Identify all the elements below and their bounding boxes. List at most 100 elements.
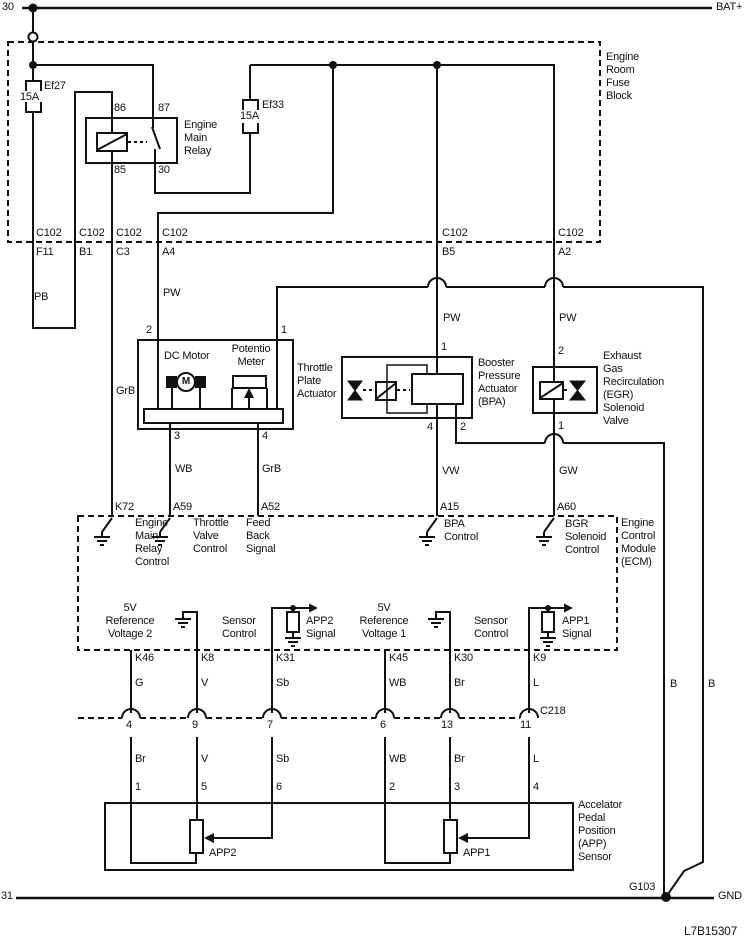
c218-pin-4: 4 [126, 719, 132, 731]
wire-label-sb-u: Sb [276, 677, 290, 689]
tpa-pin2: 2 [146, 324, 152, 336]
c102-pin-c3: C3 [116, 246, 130, 258]
ecm-fn-egr-control: BGR Solenoid Control [565, 518, 607, 556]
tpa-title: Throttle Plate Actuator [297, 362, 337, 400]
c102-conn-b5: C102 [442, 227, 468, 239]
c218-pin-6: 6 [380, 719, 386, 731]
ecm-sensor-ground-k8 [175, 611, 198, 650]
wire-label-br-l2: Br [454, 753, 465, 765]
relay-pin-30: 30 [158, 164, 170, 176]
ecm-fn-feedback-signal: Feed Back Signal [246, 517, 276, 555]
terminal-31-label: 31 [1, 890, 13, 902]
egr-pin1: 1 [558, 420, 564, 432]
ecm-pin-k9: K9 [533, 652, 547, 664]
ecm-fn-5v-ref2: 5V Reference Voltage 2 [105, 602, 155, 640]
c218-pin-9: 9 [192, 719, 198, 731]
wire-label-v-u: V [201, 677, 209, 689]
ecm-fn-5v-ref1: 5V Reference Voltage 1 [359, 602, 409, 640]
wire-switched-power-bus [250, 64, 555, 367]
c102-conn-c3: C102 [116, 227, 142, 239]
c102-pin-f11: F11 [36, 246, 54, 258]
relay-pin-86: 86 [114, 102, 126, 114]
wire-label-br-l1: Br [135, 753, 146, 765]
relay-title: Engine Main Relay [184, 119, 218, 157]
ecm-pin-a60: A60 [557, 501, 576, 513]
fuse-block-title: Engine Room Fuse Block [606, 51, 640, 102]
throttle-plate-actuator-symbol [137, 339, 294, 430]
ecm-app1-signal-input [528, 603, 573, 650]
fuse-block-border [7, 41, 601, 243]
ecm-fn-relay-control: Engine Main Relay Control [135, 517, 170, 568]
ecm-driver-switch-a60 [536, 517, 555, 546]
doc-code: L7B15307 [684, 924, 738, 938]
ecm-pin-k8: K8 [201, 652, 215, 664]
wire-label-grb-a52: GrB [262, 463, 281, 475]
c102-pin-a4: A4 [162, 246, 176, 258]
ecm-fn-app2-signal: APP2 Signal [306, 615, 336, 640]
tpa-pin4: 4 [262, 430, 268, 442]
ground-point-label: G103 [629, 881, 656, 893]
c102-conn-a4: C102 [162, 227, 188, 239]
app-pin-5: 5 [201, 781, 207, 793]
wire-label-l-l: L [533, 753, 539, 765]
c218-name: C218 [540, 705, 566, 717]
relay-pin-85: 85 [114, 164, 126, 176]
battery-label: BAT+ [716, 1, 743, 13]
wire-label-pb: PB [34, 291, 49, 303]
wire-label-sb-l: Sb [276, 753, 290, 765]
ecm-pin-a15: A15 [440, 501, 459, 513]
wire-battery-to-relay-87 [33, 64, 154, 128]
egr-solenoid-valve-symbol [532, 366, 598, 414]
app-pin-1: 1 [135, 781, 141, 793]
fuse-ef27-amps: 15A [20, 91, 39, 103]
ecm-fn-app1-signal: APP1 Signal [562, 615, 592, 640]
wire-label-wb-u: WB [389, 677, 407, 689]
tpa-dc-motor-label: DC Motor [164, 350, 210, 362]
ecm-pin-a59: A59 [173, 501, 192, 513]
ecm-fn-sensor-control-2: Sensor Control [474, 615, 509, 640]
c102-pin-b1: B1 [79, 246, 93, 258]
ecm-pin-k45: K45 [389, 652, 408, 664]
terminal-30-label: 30 [2, 1, 14, 13]
c102-conn-b1: C102 [79, 227, 105, 239]
relay-pin-87: 87 [158, 102, 170, 114]
ecm-title: Engine Control Module (ECM) [621, 517, 656, 568]
wire-label-b-left: B [670, 678, 678, 690]
engine-main-relay-symbol [85, 117, 178, 164]
tpa-pin1: 1 [281, 324, 287, 336]
wire-label-pw-b5: PW [443, 312, 461, 324]
app1-pot-label: APP1 [463, 847, 491, 859]
fuse-ef27-name: Ef27 [44, 80, 66, 92]
wire-label-pw-a2: PW [559, 312, 577, 324]
junction-dots [28, 3, 671, 902]
ecm-border [77, 515, 618, 651]
tpa-pin3: 3 [174, 430, 180, 442]
c102-pin-b5: B5 [442, 246, 456, 258]
bullet-connector [27, 31, 39, 43]
wire-label-g: G [135, 677, 144, 689]
fuse-ef33-amps: 15A [240, 110, 259, 122]
ecm-pin-k72: K72 [115, 501, 134, 513]
motor-m-icon: M [181, 376, 191, 387]
c218-pin-11: 11 [520, 719, 532, 731]
fuse-ef27-symbol [25, 80, 42, 113]
wire-label-wb-l: WB [389, 753, 407, 765]
fuse-ef33-symbol [242, 99, 259, 134]
ecm-driver-switch-a15 [419, 517, 438, 546]
ecm-driver-switch-k72 [94, 517, 113, 546]
c102-conn-a2: C102 [558, 227, 584, 239]
egr-pin2: 2 [558, 345, 564, 357]
wire-label-wb-a59: WB [175, 463, 193, 475]
fuse-ef33-name: Ef33 [262, 99, 284, 111]
ecm-sensor-ground-k30 [428, 611, 451, 650]
c102-pin-a2: A2 [558, 246, 572, 258]
bpa-pin2: 2 [460, 421, 466, 433]
c218-pin-7: 7 [267, 719, 273, 731]
wire-b-tpa-ground [276, 277, 704, 898]
ground-label: GND [718, 890, 742, 902]
app-pin-6: 6 [276, 781, 282, 793]
app-pin-4: 4 [533, 781, 539, 793]
wire-label-br-u: Br [454, 677, 465, 689]
